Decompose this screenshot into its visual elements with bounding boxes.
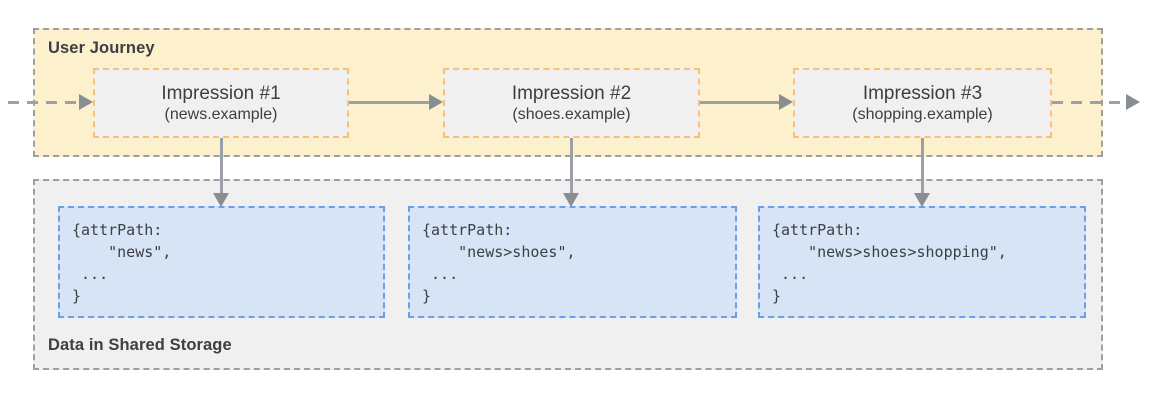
storage-entry-1-code: {attrPath: "news", ... }: [72, 221, 172, 305]
impression-1-title: Impression #1: [161, 82, 281, 104]
arrow-impression3-to-storage-head-icon: [914, 193, 930, 207]
impression-1-site: (news.example): [164, 105, 278, 123]
storage-entry-3-code: {attrPath: "news>shoes>shopping", ... }: [772, 221, 1007, 305]
journey-exit-arrow-head-icon: [1126, 94, 1140, 110]
storage-entry-2: {attrPath: "news>shoes", ... }: [408, 206, 737, 318]
user-journey-label: User Journey: [48, 39, 155, 57]
impression-2-site: (shoes.example): [512, 105, 631, 123]
impression-3-node: Impression #3 (shopping.example): [793, 68, 1052, 138]
journey-entry-arrow-head-icon: [79, 94, 93, 110]
arrow-impression2-to-impression3-line: [700, 101, 779, 104]
shared-storage-label: Data in Shared Storage: [48, 336, 232, 354]
arrow-impression1-to-impression2-head-icon: [429, 94, 443, 110]
arrow-impression3-to-storage-line: [921, 138, 924, 194]
arrow-impression2-to-storage-head-icon: [563, 193, 579, 207]
journey-exit-arrow-line: [1052, 101, 1126, 104]
impression-3-site: (shopping.example): [852, 105, 993, 123]
arrow-impression1-to-storage-line: [220, 138, 223, 194]
impression-2-node: Impression #2 (shoes.example): [443, 68, 700, 138]
impression-1-node: Impression #1 (news.example): [93, 68, 349, 138]
impression-3-title: Impression #3: [862, 82, 983, 104]
arrow-impression2-to-storage-line: [570, 138, 573, 194]
arrow-impression2-to-impression3-head-icon: [779, 94, 793, 110]
arrow-impression1-to-impression2-line: [349, 101, 429, 104]
journey-entry-arrow-line: [8, 101, 79, 104]
storage-entry-1: {attrPath: "news", ... }: [58, 206, 385, 318]
arrow-impression1-to-storage-head-icon: [213, 193, 229, 207]
storage-entry-3: {attrPath: "news>shoes>shopping", ... }: [758, 206, 1086, 318]
impression-2-title: Impression #2: [511, 82, 632, 104]
storage-entry-2-code: {attrPath: "news>shoes", ... }: [422, 221, 576, 305]
